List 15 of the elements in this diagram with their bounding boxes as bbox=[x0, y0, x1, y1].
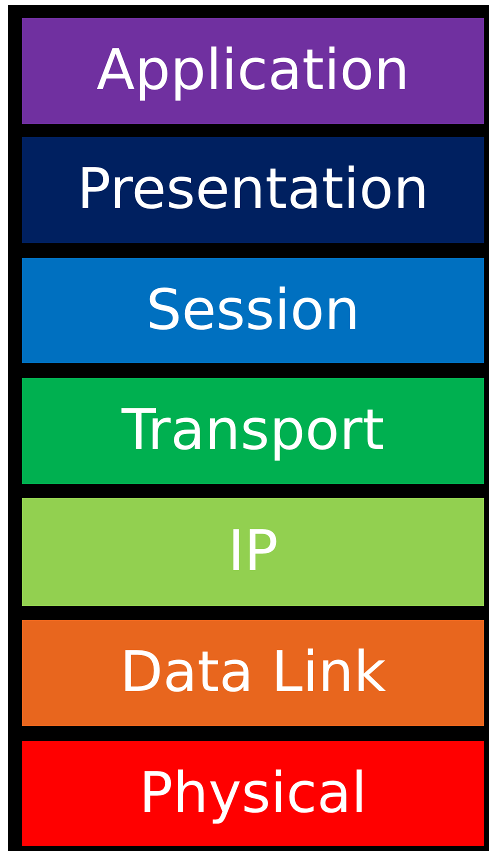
layer-band bbox=[22, 258, 484, 363]
layer-name: Presentation bbox=[77, 162, 429, 218]
layer-name: Application bbox=[96, 43, 410, 99]
layer-band bbox=[22, 741, 484, 846]
layer-name: Transport bbox=[122, 403, 384, 459]
layer-band bbox=[22, 620, 484, 726]
layer-name: Data Link bbox=[120, 645, 386, 701]
layer-band bbox=[22, 378, 484, 484]
layer-band bbox=[22, 137, 484, 243]
layer-name: Physical bbox=[139, 766, 367, 822]
layer-band bbox=[22, 18, 484, 124]
layer-band bbox=[22, 498, 484, 606]
layer-name: Session bbox=[146, 282, 360, 338]
layer-name: IP bbox=[228, 524, 278, 580]
stack-frame bbox=[8, 5, 489, 851]
